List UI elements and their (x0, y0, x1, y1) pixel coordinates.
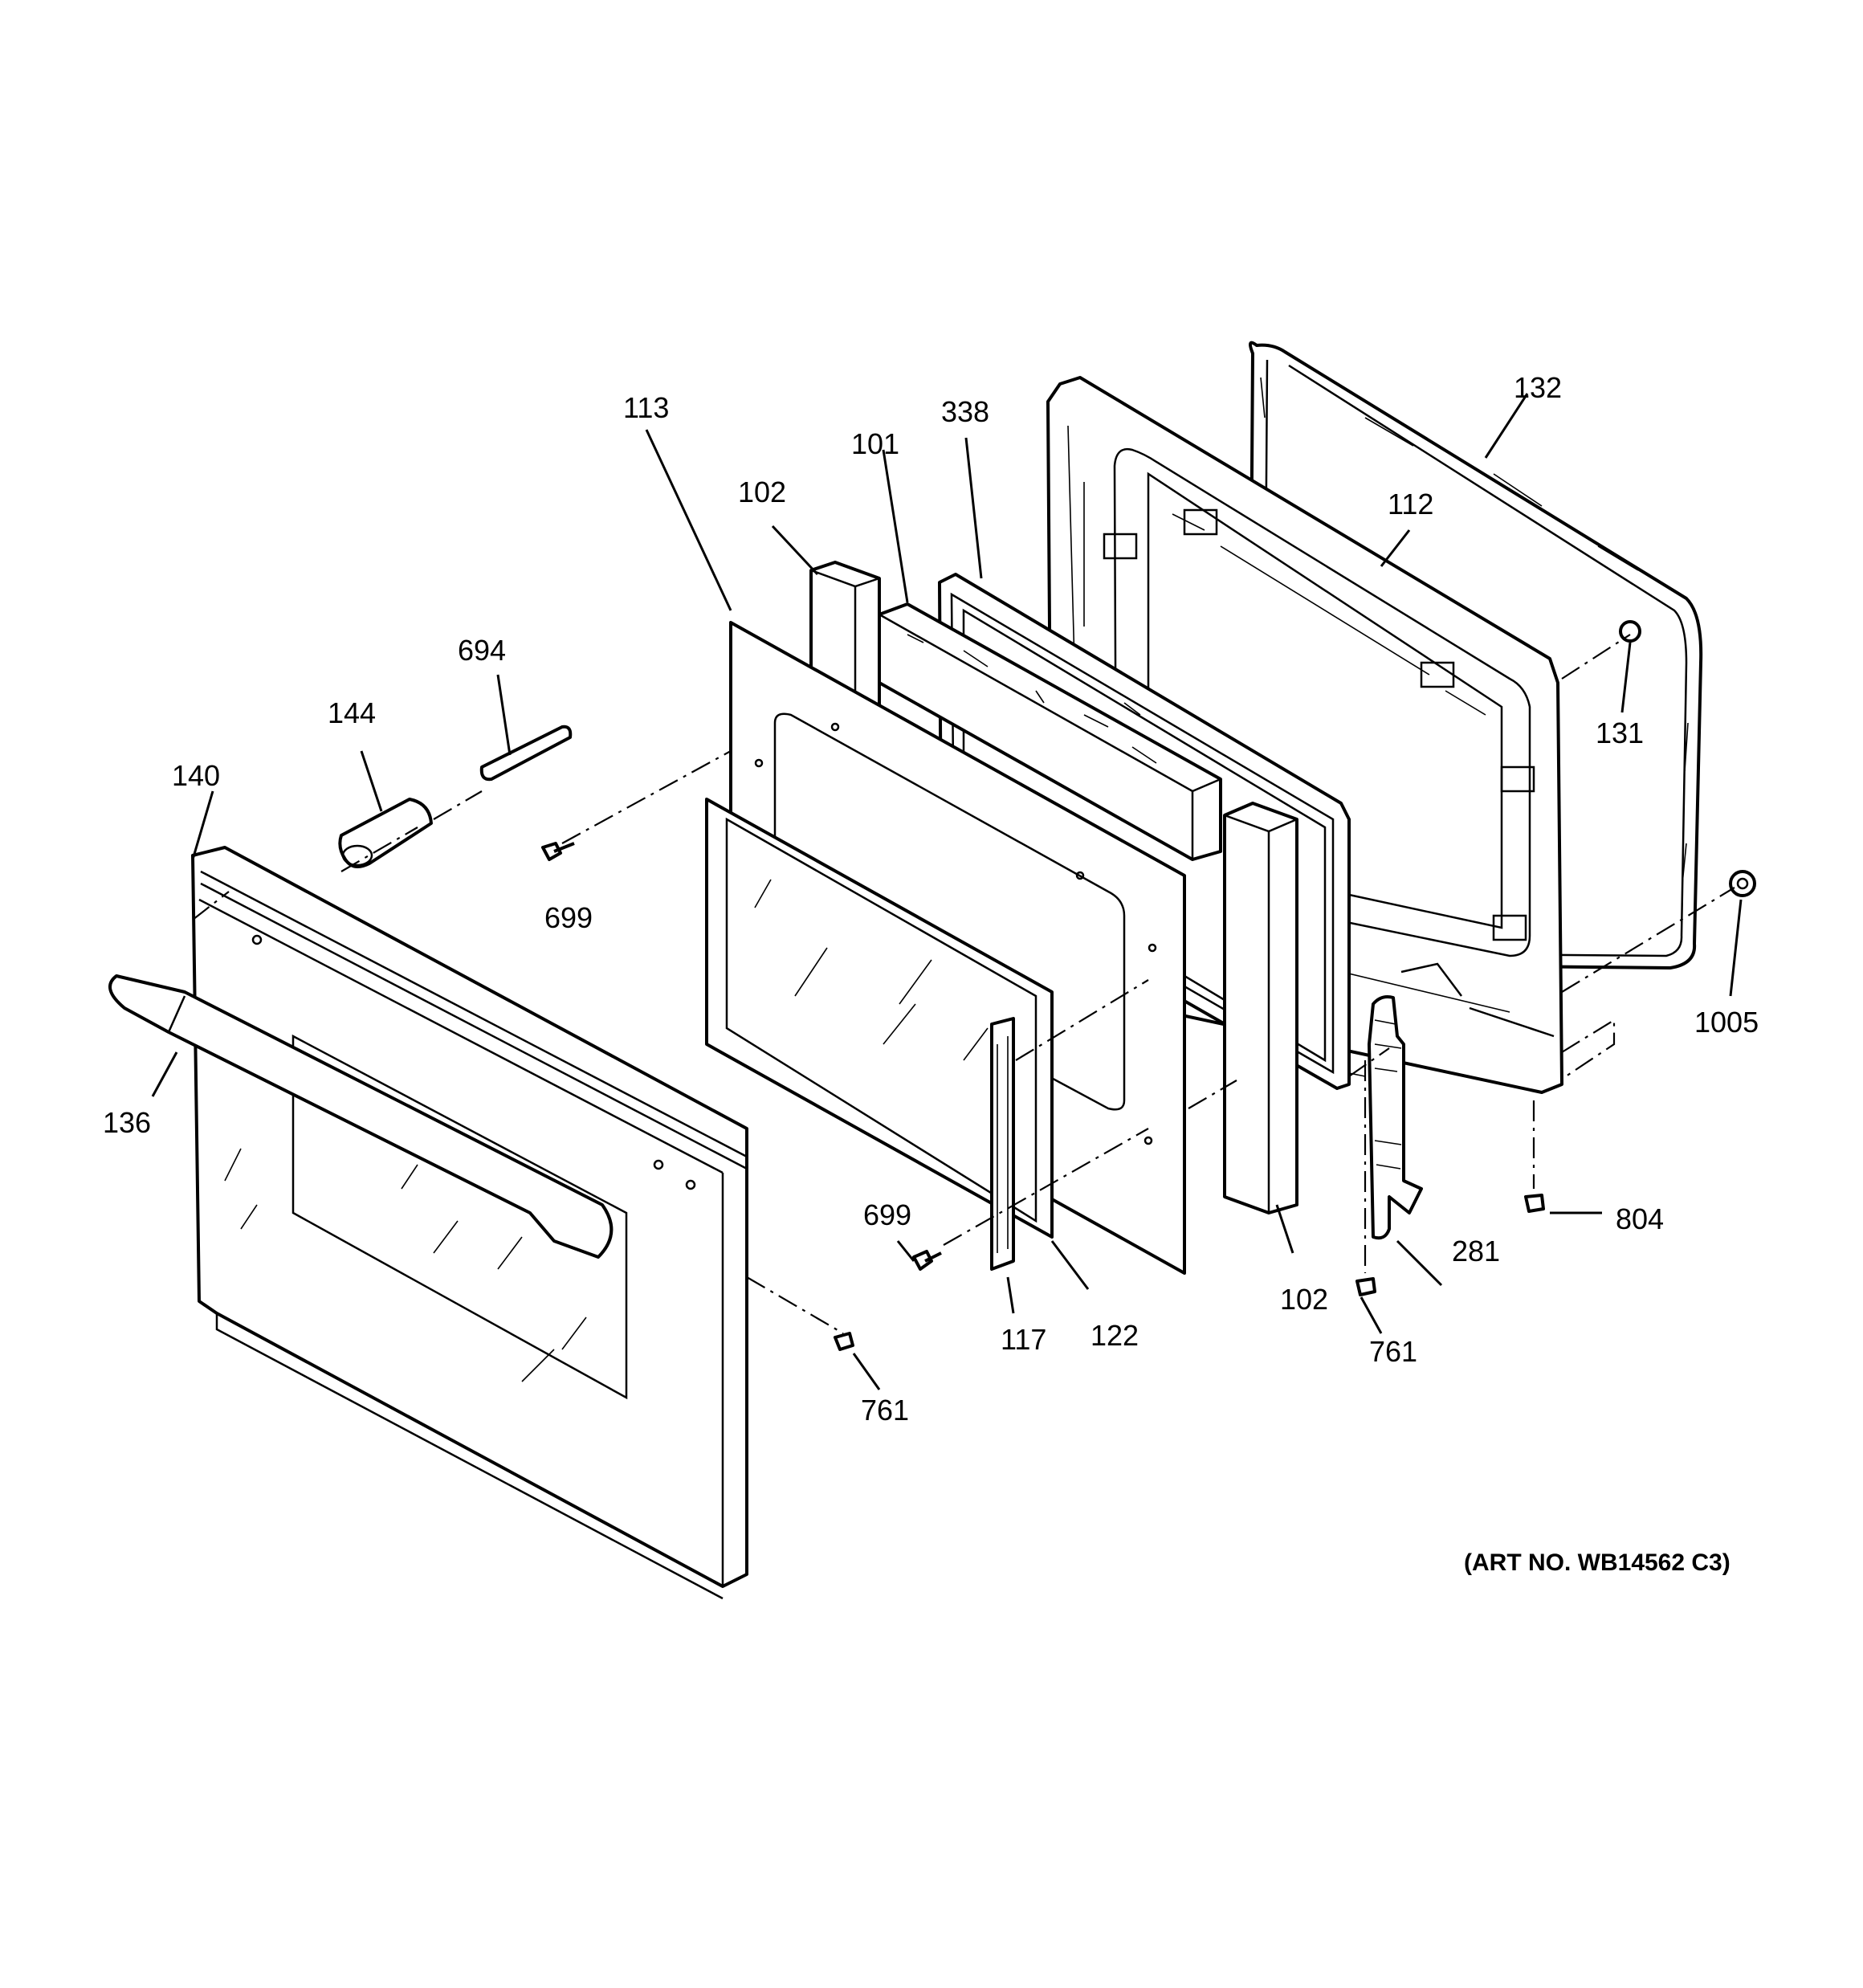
callout-144: 144 (328, 696, 376, 729)
callout-131: 131 (1596, 716, 1644, 749)
callout-102-right: 102 (1280, 1283, 1328, 1316)
callout-140: 140 (172, 759, 220, 792)
spacer-right-part (1223, 802, 1298, 1214)
callout-labels: 140 144 694 113 102 101 338 132 112 131 … (103, 371, 1759, 1576)
glass-panel-part (705, 798, 1054, 1239)
callout-1005: 1005 (1694, 1006, 1759, 1039)
callout-113: 113 (623, 391, 669, 424)
screw-1005 (1729, 870, 1756, 897)
handle-pin-part (479, 725, 573, 782)
callout-117: 117 (1001, 1323, 1046, 1356)
screw-761-right (1355, 1277, 1376, 1296)
callout-338: 338 (941, 395, 989, 428)
outer-door-part (108, 846, 748, 1600)
callout-699-upper: 699 (544, 901, 593, 934)
screw-804 (1524, 1194, 1545, 1213)
callout-804: 804 (1616, 1202, 1664, 1235)
screw-761-left (834, 1332, 854, 1351)
screw-131 (1619, 620, 1641, 643)
hinge-part (1368, 995, 1423, 1240)
callout-136: 136 (103, 1106, 151, 1139)
callout-281: 281 (1452, 1235, 1500, 1268)
art-number: (ART NO. WB14562 C3) (1464, 1549, 1731, 1576)
callout-101: 101 (851, 427, 899, 460)
door-brace-part (990, 1017, 1015, 1271)
callout-699-lower: 699 (863, 1198, 911, 1231)
screw-699-upper (541, 842, 575, 861)
callout-694: 694 (458, 634, 506, 667)
callout-112: 112 (1388, 488, 1433, 520)
callout-122: 122 (1090, 1319, 1139, 1352)
assembly-lines (192, 634, 1735, 1334)
callout-132: 132 (1514, 371, 1562, 404)
callout-761-right: 761 (1369, 1335, 1417, 1368)
leader-lines (151, 393, 1743, 1390)
callout-761-left: 761 (861, 1394, 909, 1427)
screw-699-lower (912, 1250, 942, 1271)
callout-102-left: 102 (738, 476, 786, 508)
handle-cylinder-part (338, 798, 433, 868)
